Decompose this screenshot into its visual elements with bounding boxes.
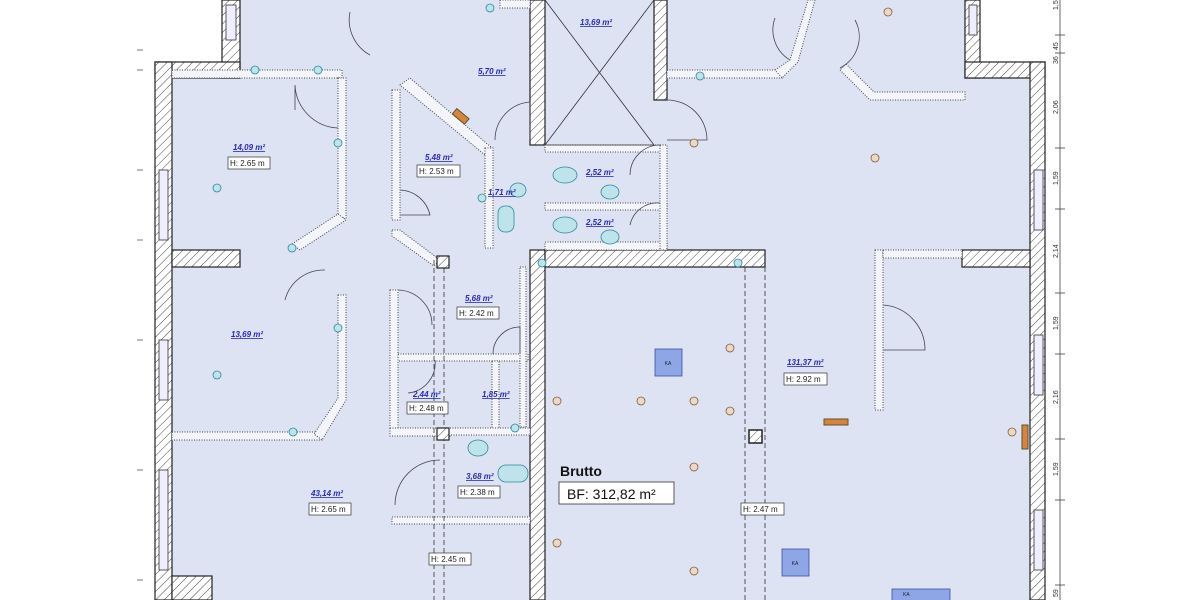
summary-title: Brutto — [560, 463, 602, 479]
ka-box: KA — [781, 548, 810, 577]
room-area: 5,48 m² — [425, 153, 453, 162]
svg-text:KA: KA — [903, 592, 910, 598]
svg-text:45: 45 — [1053, 42, 1060, 50]
ka-box: KA — [654, 348, 683, 377]
svg-text:H: 2.47 m: H: 2.47 m — [743, 505, 778, 514]
radiator — [1021, 424, 1029, 450]
windows — [158, 4, 1044, 571]
sanitary-fixtures — [467, 166, 620, 483]
svg-text:1,5: 1,5 — [1053, 0, 1060, 10]
left-ruler — [137, 49, 143, 581]
room-area: 5,68 m² — [465, 294, 493, 303]
summary-value: BF: 312,82 m² — [567, 486, 656, 502]
svg-text:H: 2.65 m: H: 2.65 m — [311, 505, 346, 514]
room-area: 5,70 m² — [478, 67, 506, 76]
room-area: 3,68 m² — [466, 472, 494, 481]
room-area: 131,37 m² — [787, 358, 824, 367]
room-labels: 13,69 m² 5,70 m² 14,09 m² 5,48 m² 1,71 m… — [231, 18, 824, 498]
svg-text:KA: KA — [792, 561, 799, 567]
svg-text:H: 2.42 m: H: 2.42 m — [459, 309, 494, 318]
column — [436, 255, 450, 269]
svg-text:2,06: 2,06 — [1053, 100, 1060, 114]
svg-text:H: 2.45 m: H: 2.45 m — [431, 555, 466, 564]
svg-text:2,14: 2,14 — [1053, 244, 1060, 258]
svg-text:H: 2.65 m: H: 2.65 m — [230, 159, 265, 168]
radiator — [451, 107, 470, 125]
svg-text:36: 36 — [1053, 56, 1060, 64]
svg-text:1,59: 1,59 — [1053, 316, 1060, 330]
svg-text:1,59: 1,59 — [1053, 171, 1060, 185]
column — [436, 427, 450, 441]
svg-text:H: 2.48 m: H: 2.48 m — [409, 404, 444, 413]
svg-text:H: 2.53 m: H: 2.53 m — [419, 167, 454, 176]
room-area: 13,69 m² — [580, 18, 612, 27]
room-area: 13,69 m² — [231, 330, 263, 339]
svg-text:59: 59 — [1053, 589, 1060, 597]
room-area: 1,71 m² — [488, 188, 516, 197]
room-area: 1,85 m² — [482, 390, 510, 399]
dimension-line: 1,5 45 36 2,06 1,59 2,14 1,59 2,16 1,59 … — [1053, 0, 1065, 600]
skylight — [544, 0, 655, 146]
svg-text:KA: KA — [665, 361, 672, 367]
floor-area — [172, 0, 1030, 600]
radiator — [823, 418, 849, 426]
ka-box: KA — [891, 588, 951, 600]
svg-text:2,16: 2,16 — [1053, 390, 1060, 404]
svg-text:H: 2.92 m: H: 2.92 m — [786, 375, 821, 384]
room-area: 2,52 m² — [585, 168, 614, 177]
room-area: 2,44 m² — [412, 390, 441, 399]
room-area: 43,14 m² — [310, 489, 343, 498]
height-texts: H: 2.65 m H: 2.53 m H: 2.42 m H: 2.92 m … — [230, 159, 821, 564]
doors — [284, 11, 926, 506]
svg-text:H: 2.38 m: H: 2.38 m — [460, 488, 495, 497]
summary-box — [558, 481, 675, 505]
ceiling-points — [212, 3, 1017, 576]
inner-walls — [171, 0, 966, 525]
svg-text:1,59: 1,59 — [1053, 462, 1060, 476]
room-area: 2,52 m² — [585, 218, 614, 227]
column — [748, 429, 763, 444]
height-labels — [227, 156, 828, 566]
room-area: 14,09 m² — [233, 143, 265, 152]
